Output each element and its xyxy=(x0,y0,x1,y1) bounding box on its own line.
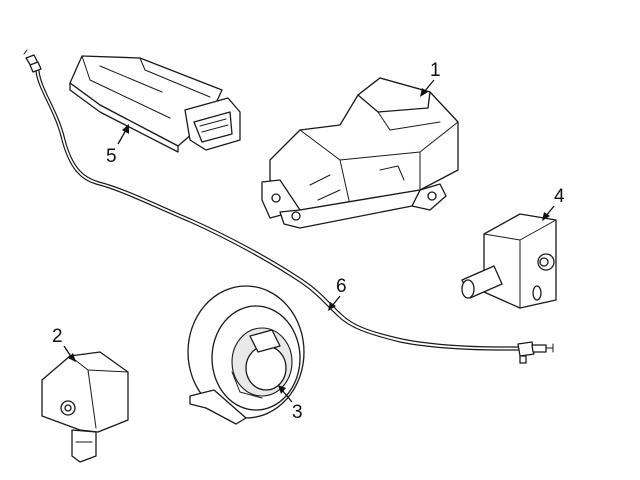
callout-label: 3 xyxy=(292,402,303,423)
callout-label: 5 xyxy=(106,146,117,167)
callout-4: 4 xyxy=(542,186,565,221)
control-module-part-1 xyxy=(261,77,459,229)
callout-1: 1 xyxy=(420,60,441,97)
callout-3: 3 xyxy=(278,385,303,423)
clock-spring-part-3 xyxy=(187,285,305,425)
callout-6: 6 xyxy=(328,276,347,311)
callout-label: 6 xyxy=(336,276,347,297)
callout-label: 1 xyxy=(430,60,441,81)
wiring-harness-part-6 xyxy=(23,49,554,364)
callout-2: 2 xyxy=(52,326,76,362)
callout-label: 4 xyxy=(554,186,565,207)
callout-label: 2 xyxy=(52,326,63,347)
sensor-part-2 xyxy=(41,351,129,463)
callout-5: 5 xyxy=(106,124,129,167)
module-part-5 xyxy=(69,55,241,153)
sensor-part-4 xyxy=(461,213,557,309)
